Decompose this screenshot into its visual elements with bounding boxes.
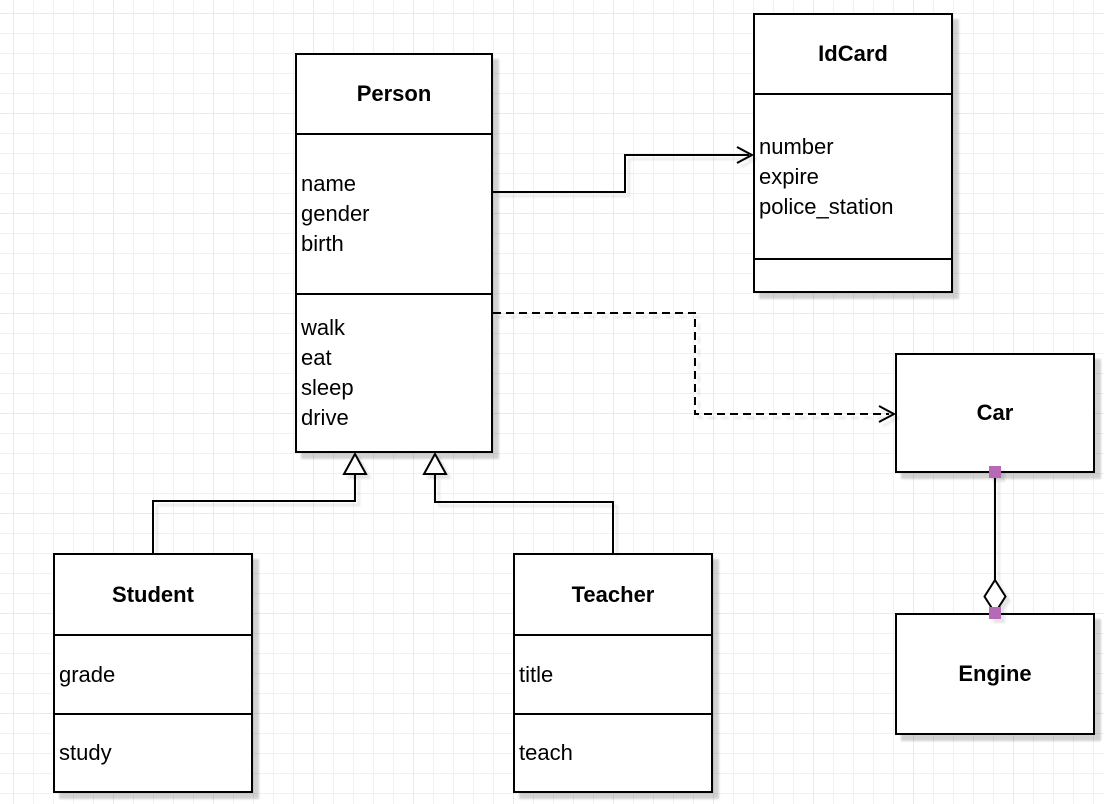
class-student-methods: study xyxy=(55,713,251,791)
class-teacher[interactable]: Teacher title teach xyxy=(513,553,713,793)
class-person-attributes: name gender birth xyxy=(297,133,491,293)
class-person-methods: walk eat sleep drive xyxy=(297,293,491,451)
method-label: walk xyxy=(301,315,346,340)
edge-person-idcard[interactable] xyxy=(493,146,755,193)
edge-line xyxy=(434,475,614,553)
class-person-title: Person xyxy=(356,81,432,106)
class-teacher-methods: teach xyxy=(515,713,711,791)
method-label: teach xyxy=(519,740,573,765)
hollow-triangle-arrowhead-icon xyxy=(422,451,448,475)
edge-line-dashed xyxy=(493,312,889,415)
attribute-label: number xyxy=(759,133,834,159)
attribute-label: name xyxy=(301,171,357,196)
edge-student-person-generalization[interactable] xyxy=(152,451,368,553)
edge-person-car-dependency[interactable] xyxy=(493,312,897,423)
class-person[interactable]: Person name gender birth walk eat sleep … xyxy=(295,53,493,453)
class-car-title: Car xyxy=(976,400,1014,425)
hollow-triangle-arrowhead-icon xyxy=(342,451,368,475)
open-arrowhead-icon xyxy=(736,146,755,164)
method-label: sleep xyxy=(301,375,354,400)
class-idcard[interactable]: IdCard number expire police_station xyxy=(753,13,953,293)
attribute-label: expire xyxy=(759,163,819,189)
class-engine-title: Engine xyxy=(958,661,1032,686)
class-idcard-attributes: number expire police_station xyxy=(755,93,951,258)
class-student-title: Student xyxy=(112,581,194,607)
class-engine[interactable]: Engine xyxy=(895,613,1095,735)
class-idcard-title: IdCard xyxy=(818,41,888,66)
class-idcard-methods-empty xyxy=(755,258,951,291)
method-label: eat xyxy=(301,345,332,370)
attribute-label: police_station xyxy=(759,193,894,219)
edge-teacher-person-generalization[interactable] xyxy=(422,451,614,553)
hollow-diamond-arrowhead-icon xyxy=(983,578,1007,615)
attribute-label: gender xyxy=(301,201,370,226)
class-teacher-attributes: title xyxy=(515,634,711,713)
edge-line xyxy=(152,475,356,553)
attribute-label: grade xyxy=(59,661,116,687)
class-student[interactable]: Student grade study xyxy=(53,553,253,793)
method-label: drive xyxy=(301,405,349,430)
class-car[interactable]: Car xyxy=(895,353,1095,473)
edge-line xyxy=(493,154,749,193)
edge-car-engine-aggregation[interactable] xyxy=(983,466,1007,619)
attribute-label: title xyxy=(519,661,554,687)
method-label: study xyxy=(59,740,112,765)
open-arrowhead-icon xyxy=(878,405,897,423)
class-student-attributes: grade xyxy=(55,634,251,713)
class-teacher-title: Teacher xyxy=(571,581,655,607)
attribute-label: birth xyxy=(301,231,344,256)
